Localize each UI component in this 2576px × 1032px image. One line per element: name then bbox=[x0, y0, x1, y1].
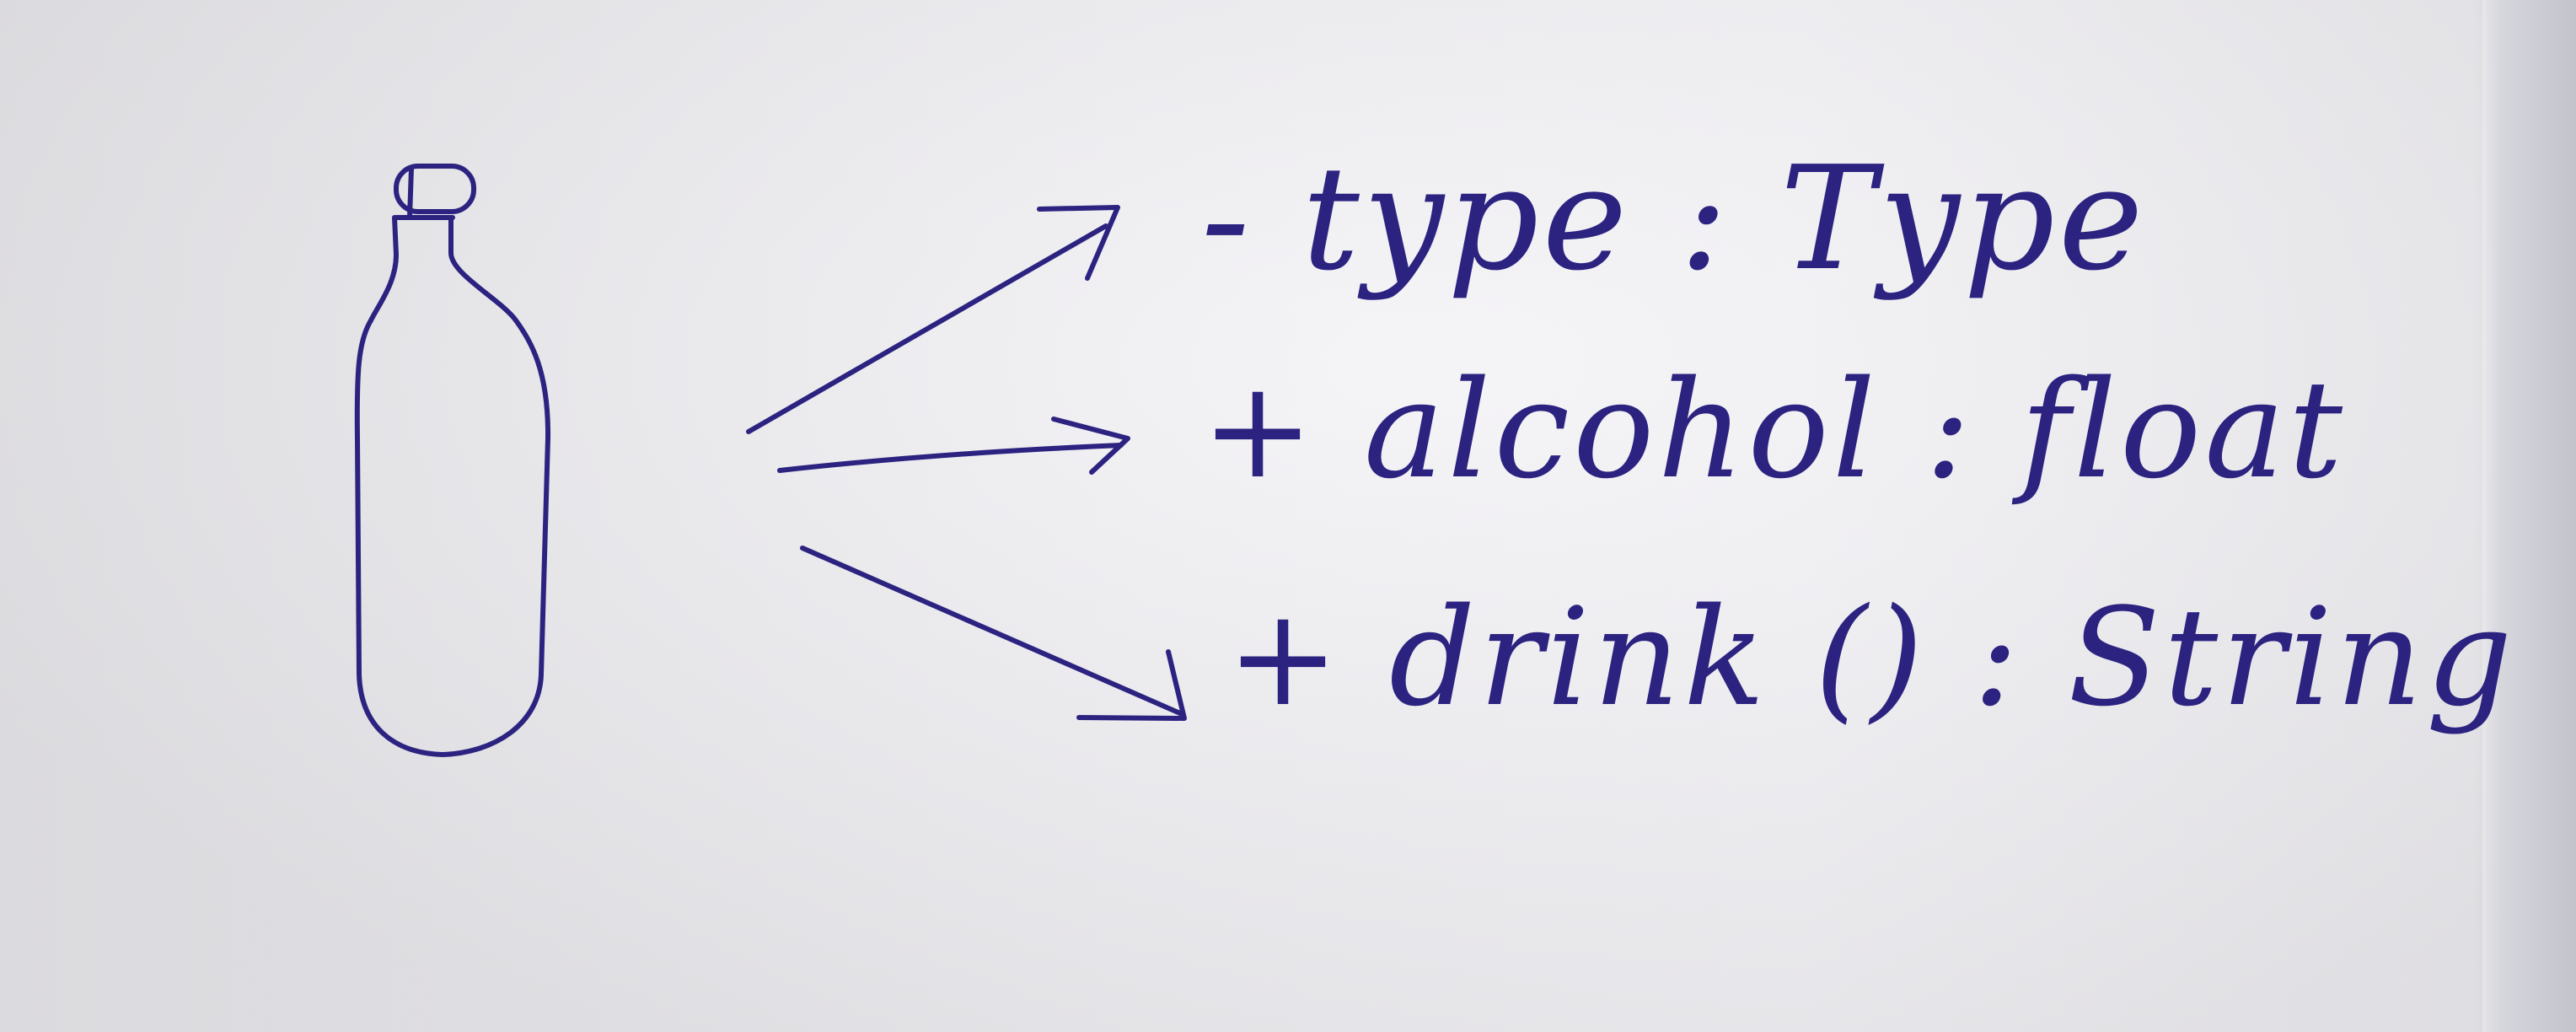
method-params: () bbox=[1814, 578, 1927, 736]
attribute-name: alcohol bbox=[1363, 351, 1879, 508]
method-row-drink: + drink () : String bbox=[1226, 590, 2515, 725]
return-type: String bbox=[2068, 578, 2516, 736]
visibility-marker: - bbox=[1201, 136, 1253, 303]
visibility-marker: + bbox=[1226, 578, 1344, 736]
arrow-to-drink bbox=[800, 546, 1187, 721]
bottle-icon bbox=[354, 164, 551, 757]
separator: : bbox=[1972, 578, 2022, 736]
visibility-marker: + bbox=[1201, 351, 1318, 508]
attribute-type: Type bbox=[1779, 136, 2147, 303]
attribute-row-type: - type : Type bbox=[1201, 148, 2147, 291]
method-name: drink bbox=[1388, 578, 1768, 736]
attribute-name: type bbox=[1301, 136, 1631, 303]
attribute-type: float bbox=[2020, 351, 2346, 508]
separator: : bbox=[1679, 136, 1731, 303]
page-edge bbox=[2482, 0, 2576, 1032]
separator: : bbox=[1924, 351, 1974, 508]
arrow-to-type bbox=[746, 205, 1120, 434]
arrow-to-alcohol bbox=[777, 417, 1130, 475]
attribute-row-alcohol: + alcohol : float bbox=[1201, 363, 2346, 497]
